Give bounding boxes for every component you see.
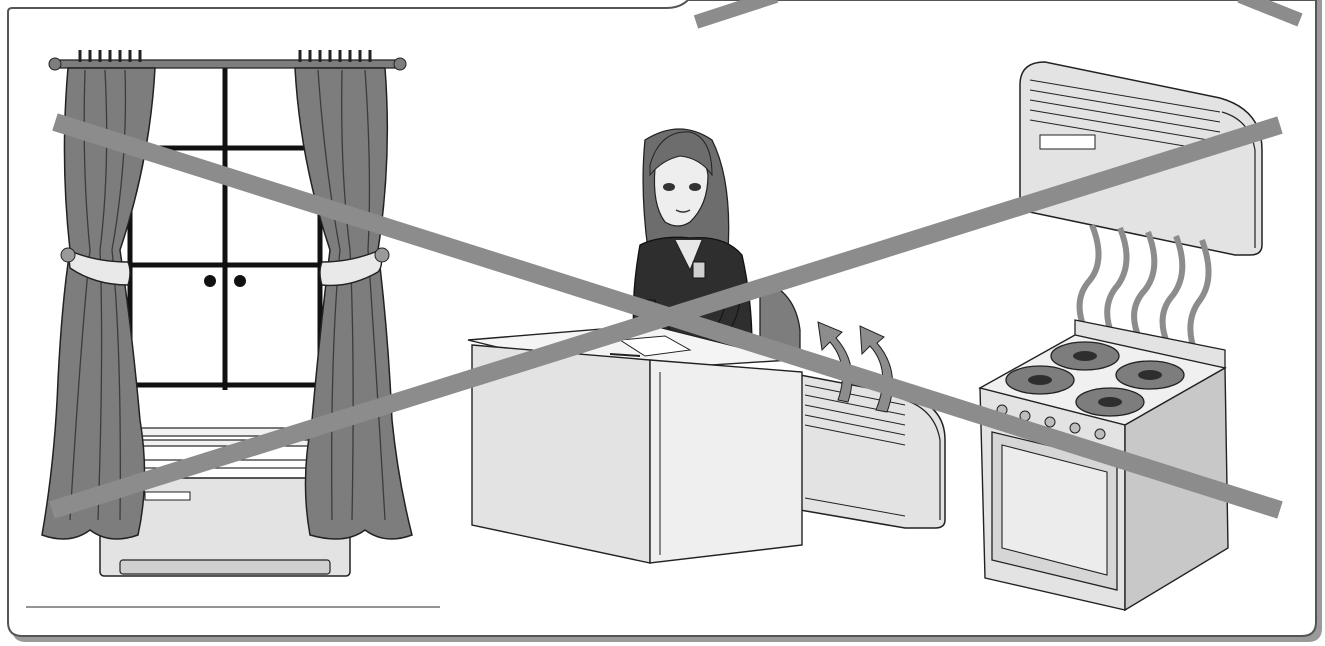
window-handle-right	[234, 275, 246, 287]
window-handle-left	[204, 275, 216, 287]
